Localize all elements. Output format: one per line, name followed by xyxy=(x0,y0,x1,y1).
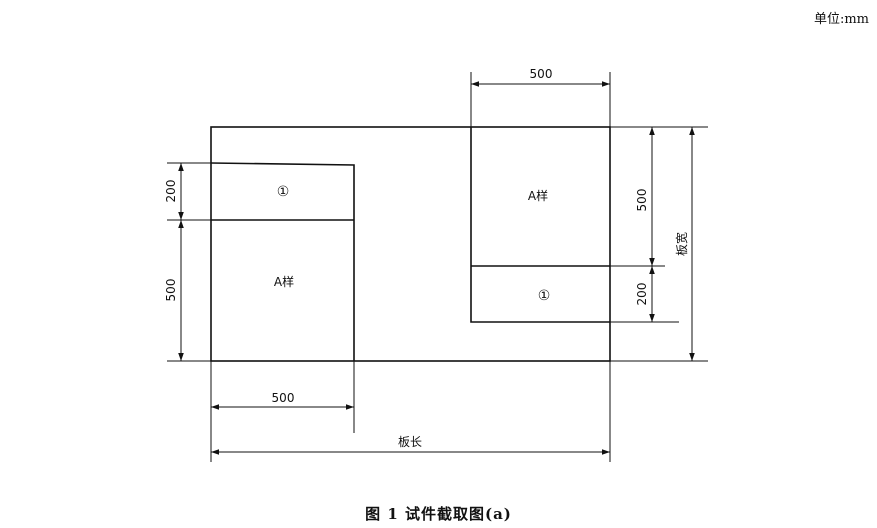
figure-caption: 图 1 试件截取图(a) xyxy=(365,505,512,523)
label-board-length: 板长 xyxy=(398,435,422,449)
left-sample-outline xyxy=(210,162,355,361)
label-left-500: 500 xyxy=(164,279,178,302)
label-top-500: 500 xyxy=(530,67,553,81)
label-left-sample: A样 xyxy=(274,274,294,289)
board-outline xyxy=(210,126,611,362)
label-right-500: 500 xyxy=(635,189,649,212)
label-left-strip: ① xyxy=(277,184,290,200)
label-left-200: 200 xyxy=(164,180,178,203)
label-right-sample: A样 xyxy=(528,188,548,203)
label-right-200: 200 xyxy=(635,283,649,306)
right-sample-outline xyxy=(470,127,610,323)
unit-label: 单位:mm xyxy=(813,12,869,27)
label-board-width: 板宽 xyxy=(674,232,689,256)
label-bottom-500: 500 xyxy=(272,391,295,405)
label-right-strip: ① xyxy=(538,288,551,304)
